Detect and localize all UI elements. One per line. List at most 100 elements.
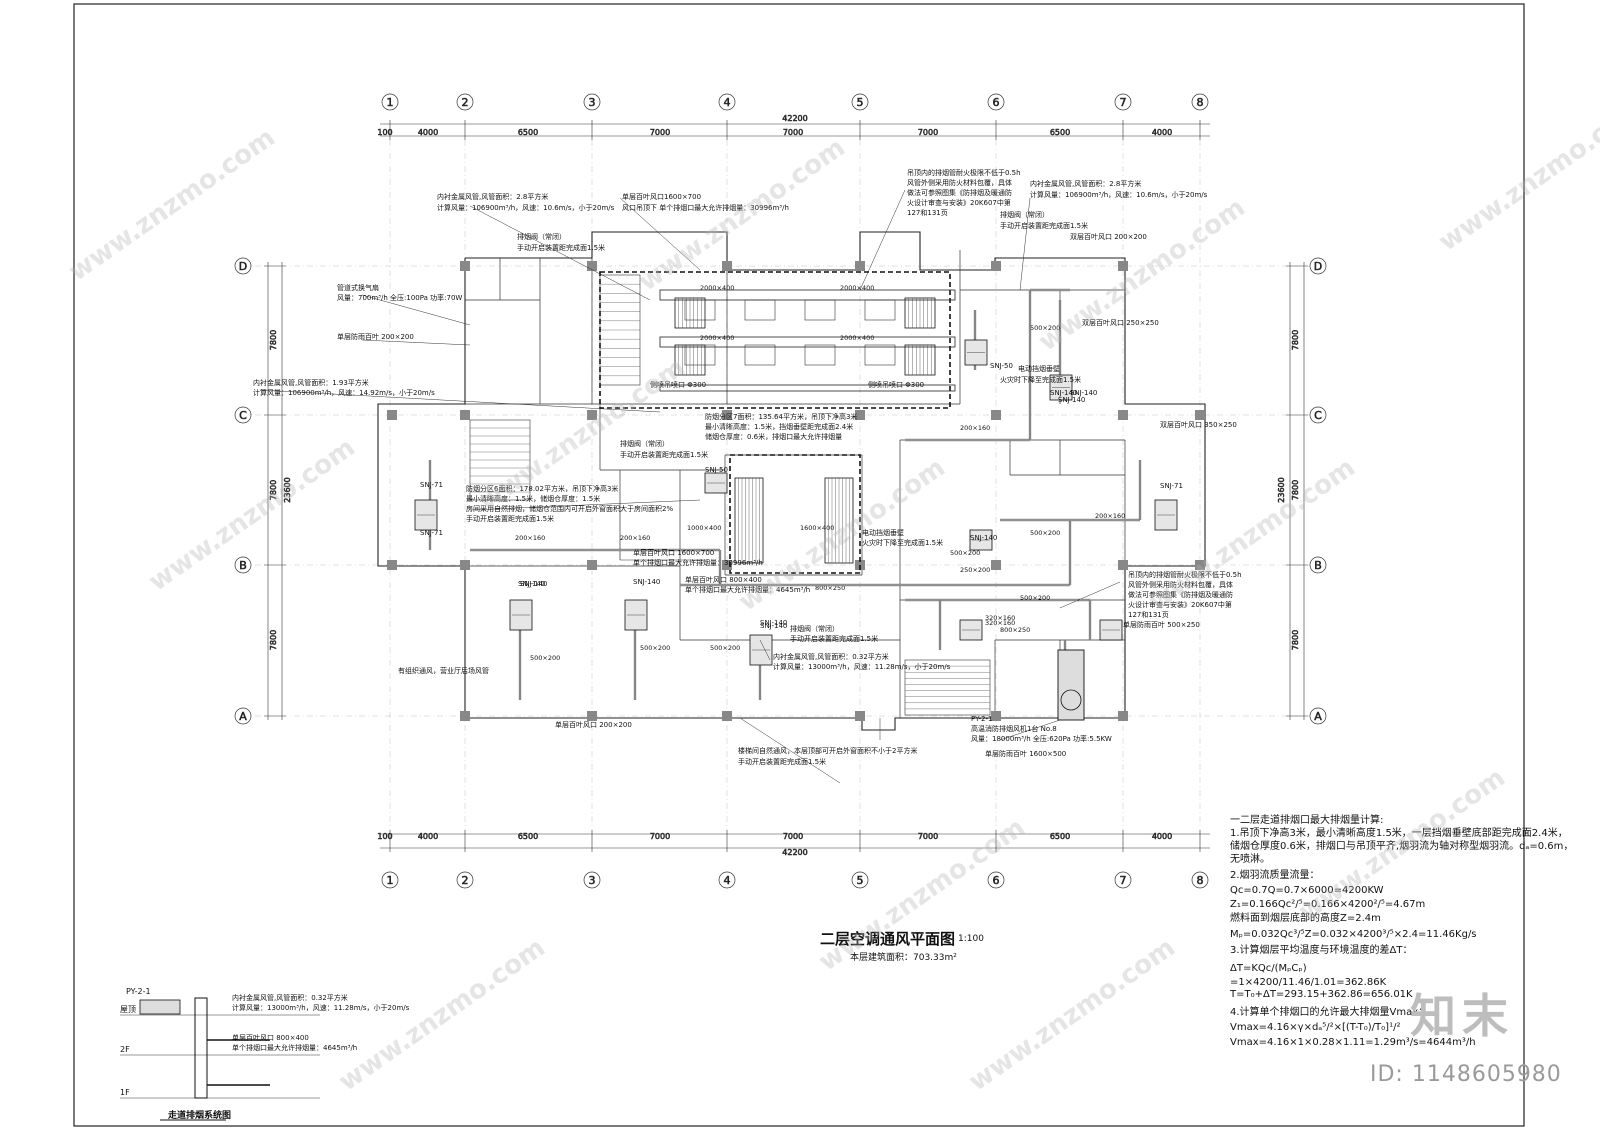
structural-column — [855, 410, 865, 420]
grid-bubble — [1191, 93, 1209, 111]
dimension-text: 7800 — [269, 630, 278, 650]
grid-bubble — [987, 93, 1005, 111]
annotation-a46: 火设计审查与安装》20K607中第 — [1128, 601, 1232, 609]
grid-label: A — [1314, 710, 1322, 723]
equipment-tag: SNJ-50 — [990, 362, 1013, 370]
annotation-a59: 手动开启装置距完成面1.5米 — [738, 758, 827, 766]
structural-column — [722, 711, 732, 721]
calc-note-line: 一二层走道排烟口最大排烟量计算: — [1230, 815, 1384, 826]
annotation-a45: 做法可参照图集《防排烟及暖通防 — [1128, 591, 1233, 599]
annotation-a32: 手动开启装置距完成面1.5米 — [620, 451, 709, 459]
floor-label: 2F — [120, 1045, 130, 1054]
leader-line — [1019, 197, 1031, 291]
structural-column — [1118, 560, 1128, 570]
annotation-a51: 内衬金属风管,风管面积：0.32平方米 — [773, 653, 889, 661]
dimension-text: 7800 — [269, 480, 278, 500]
exhaust-fan — [139, 999, 181, 1015]
leader-line — [759, 639, 771, 661]
exterior-wall — [377, 231, 1206, 731]
system-note: 单个排烟口最大允许排烟量：4645m³/h — [232, 1043, 357, 1052]
dimension-text: 7000 — [650, 832, 670, 841]
brand-id: ID: 1148605980 — [1370, 1062, 1562, 1087]
duct-size-label: 200×160 — [1095, 512, 1126, 520]
duct-size-label: 500×200 — [1020, 594, 1051, 602]
dimension-text: 7800 — [1291, 630, 1300, 650]
annotation-a7: 吊顶内的排烟管耐火极限不低于0.5h — [907, 169, 1021, 177]
annotation-a50: 手动开启装置距完成面1.5米 — [790, 635, 879, 643]
structural-column — [587, 560, 597, 570]
grid-label: 5 — [857, 874, 864, 887]
duct-size-label: 500×200 — [640, 644, 671, 652]
grid-label: 1 — [387, 96, 394, 109]
grid-label: A — [239, 710, 247, 723]
calc-note-line: =1×4200/11.46/1.01=362.86K — [1230, 977, 1387, 988]
structural-column — [1118, 410, 1128, 420]
duct-size-label: 320×160 — [985, 614, 1016, 622]
calc-note-line: Vmax=4.16×γ×dₐ⁵/²×[(T-T₀)/T₀]¹/² — [1230, 1022, 1401, 1033]
leader-line — [859, 189, 906, 291]
calc-note-line: Qc=0.7Q=0.7×6000=4200KW — [1230, 885, 1384, 896]
annotation-a44: 风管外侧采用防火材料包覆，具体 — [1128, 581, 1233, 589]
grid-bubble — [381, 871, 399, 889]
system-diagram: PY-2-1屋顶2F1F内衬金属风管,风管面积：0.32平方米计算风量：1300… — [120, 987, 410, 1121]
brand-logo: 知末 — [1410, 989, 1514, 1043]
calc-note-line: Vmax=4.16×1×0.28×1.11=1.29m³/s=4644m³/h — [1230, 1037, 1476, 1048]
annotation-a11: 127和131页 — [907, 209, 948, 217]
structural-column — [991, 410, 1001, 420]
system-diagram-title: 走道排烟系统图 — [168, 1111, 232, 1121]
annotation-a20: 双层百叶风口 250×250 — [1082, 319, 1159, 327]
grid-label: C — [1314, 409, 1322, 422]
annotation-a29: 储烟仓厚度：0.6米，排烟口最大允许排烟量 — [705, 433, 843, 441]
annotation-a5: 单层百叶风口1600×700 — [622, 193, 702, 201]
calc-note-line: 3.计算烟层平均温度与环境温度的差ΔT： — [1230, 945, 1413, 956]
duct-size-label: 2000×400 — [700, 284, 735, 292]
annotation-a8: 风管外侧采用防火材料包覆，具体 — [907, 179, 1012, 187]
dimension-text: 100 — [377, 832, 392, 841]
structural-column — [991, 560, 1001, 570]
annotation-a10: 火设计审查与安装》20K607中第 — [907, 199, 1011, 207]
annotation-a16: 双层百叶风口 200×200 — [1070, 233, 1147, 241]
leader-line — [259, 389, 661, 413]
equipment-tag: SNJ-71 — [420, 481, 443, 489]
drawing-title: 二层空调通风平面图 — [820, 930, 956, 948]
grid-label: 3 — [589, 96, 596, 109]
equipment-tag: SNJ-140 — [520, 580, 548, 588]
duct-size-label: 1600×400 — [800, 524, 835, 532]
total-depth: 23600 — [283, 477, 292, 502]
system-note: 单层百叶风口 800×400 — [232, 1033, 309, 1042]
grid-bubble — [234, 556, 252, 574]
leader-line — [469, 499, 701, 511]
grid-label: C — [239, 409, 247, 422]
annotation-a35: 房间采用自然排烟，储烟仓范围内可开启外窗面积大于房间面积2% — [466, 505, 674, 513]
structural-column — [855, 711, 865, 721]
duct-size-label: 500×200 — [710, 644, 741, 652]
grid-label: 3 — [589, 874, 596, 887]
grid-bubble — [987, 871, 1005, 889]
structural-column — [1118, 711, 1128, 721]
duct-size-label: 2000×400 — [840, 284, 875, 292]
duct-size-label: 500×200 — [1030, 324, 1061, 332]
grid-bubble — [583, 93, 601, 111]
calc-note-line: ΔT=KQc/(MₚCₚ) — [1230, 963, 1307, 974]
calc-note-line: 储烟仓厚度0.6米，排烟口与吊顶平齐,烟羽流为轴对称型烟羽流。dₐ=0.6m， — [1230, 841, 1574, 852]
fan-icon — [1060, 689, 1082, 711]
dimension-text: 7000 — [783, 832, 803, 841]
smoke-zone-7 — [599, 271, 951, 409]
air-diffuser — [804, 344, 836, 366]
structural-column — [587, 261, 597, 271]
duct-size-label: 500×200 — [530, 654, 561, 662]
air-diffuser — [684, 344, 716, 366]
annotation-a28: 最小清晰高度：1.5米，挡烟垂壁距完成面2.4米 — [705, 423, 854, 431]
duct-size-label: 200×160 — [960, 424, 991, 432]
leader-line — [619, 197, 701, 271]
duct-size-label: 500×200 — [950, 549, 981, 557]
leader-line — [361, 339, 471, 346]
duct-size-label: 500×200 — [1030, 529, 1061, 537]
grid-label: 6 — [993, 96, 1000, 109]
dimension-text: 6500 — [1050, 128, 1070, 137]
floor-label: 1F — [120, 1088, 130, 1097]
equipment-tag: SNJ-140 — [760, 619, 788, 627]
equipment-tag: SNJ-71 — [1160, 482, 1183, 490]
